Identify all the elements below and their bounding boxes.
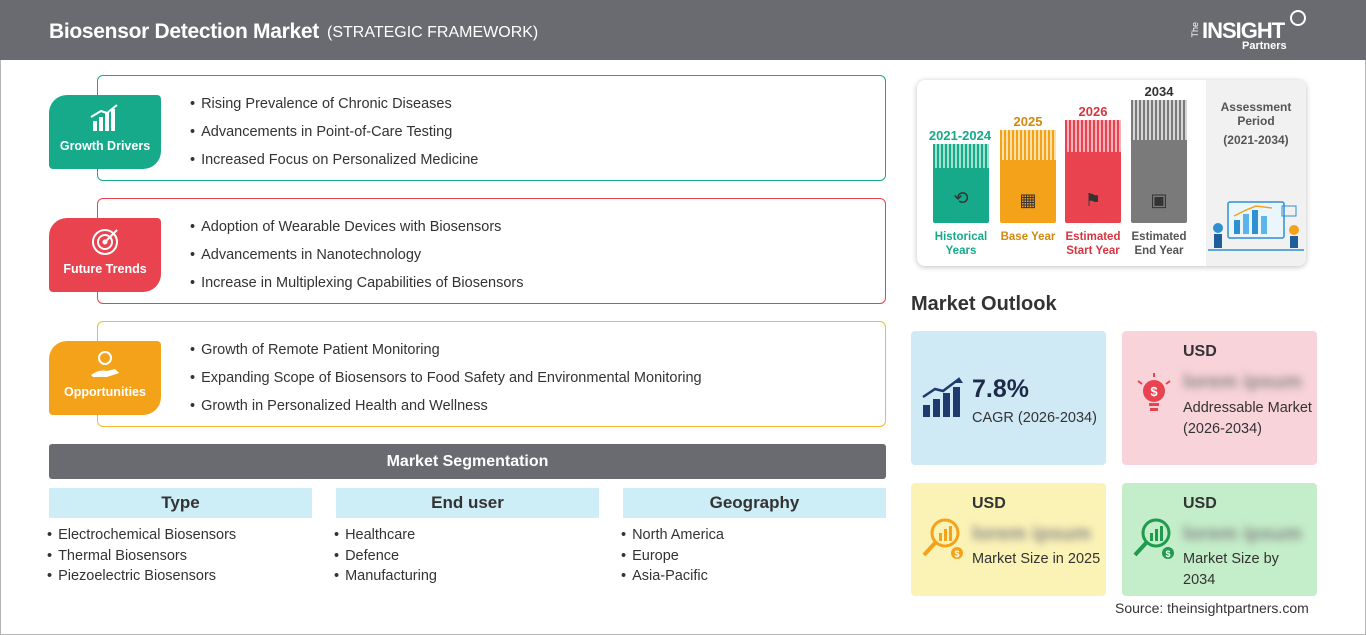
list-item: Advancements in Point-of-Care Testing xyxy=(190,122,478,150)
bar-year-start: 2026 xyxy=(1078,104,1108,119)
magnifier-chart-icon: $ xyxy=(922,518,963,559)
growth-drivers-label: Growth Drivers xyxy=(59,139,151,153)
brand-logo[interactable]: The INSIGHT Partners xyxy=(1190,10,1310,54)
cagr-value: 7.8% xyxy=(972,375,1029,403)
list-item: Advancements in Nanotechnology xyxy=(190,245,523,273)
logo-insight-text: INSIGHT xyxy=(1202,18,1285,43)
list-item: Growth in Personalized Health and Wellne… xyxy=(190,396,702,424)
bar-stripes xyxy=(1000,130,1056,160)
bar-label-start: Estimated Start Year xyxy=(1065,231,1121,257)
future-trends-card: Adoption of Wearable Devices with Biosen… xyxy=(97,198,886,304)
list-item: North America xyxy=(621,525,724,546)
segment-geography-list: North America Europe Asia-Pacific xyxy=(621,525,724,587)
bar-label-historical: Historical Years xyxy=(934,231,988,257)
opportunities-badge: Opportunities xyxy=(49,341,161,415)
segment-end-user-header: End user xyxy=(336,488,599,518)
bar-label-end: Estimated End Year xyxy=(1131,231,1187,257)
bar-base: ▦ xyxy=(1000,130,1056,223)
opportunities-label: Opportunities xyxy=(64,385,146,399)
logo-partners-text: Partners xyxy=(1242,40,1287,52)
list-item: Rising Prevalence of Chronic Diseases xyxy=(190,94,478,122)
money-bulb-icon: $ xyxy=(1137,373,1171,411)
bar-year-historical: 2021-2024 xyxy=(928,128,992,143)
addressable-usd-label: USD xyxy=(1183,343,1217,360)
opportunities-list: Growth of Remote Patient Monitoring Expa… xyxy=(190,340,702,424)
addressable-market-card: $ USD lorem ipsum Addressable Market (20… xyxy=(1122,331,1317,465)
history-icon: ⟲ xyxy=(953,188,969,208)
growth-drivers-card: Rising Prevalence of Chronic Diseases Ad… xyxy=(97,75,886,181)
size-2025-value: lorem ipsum xyxy=(972,523,1091,545)
idea-hand-icon xyxy=(91,351,119,377)
start-flag-icon: ⚑ xyxy=(1084,190,1102,210)
size-2025-label: Market Size in 2025 xyxy=(972,551,1101,567)
svg-text:$: $ xyxy=(954,549,959,559)
list-item: Expanding Scope of Biosensors to Food Sa… xyxy=(190,368,702,396)
market-segmentation-header: Market Segmentation xyxy=(49,444,886,479)
future-trends-badge: Future Trends xyxy=(49,218,161,292)
bar-end: ▣ xyxy=(1131,100,1187,223)
svg-text:$: $ xyxy=(1150,384,1158,399)
growth-bars-icon xyxy=(922,377,963,417)
opportunities-card: Growth of Remote Patient Monitoring Expa… xyxy=(97,321,886,427)
cagr-label: CAGR (2026-2034) xyxy=(972,410,1097,426)
segment-geography-header: Geography xyxy=(623,488,886,518)
list-item: Healthcare xyxy=(334,525,437,546)
segment-type-header: Type xyxy=(49,488,312,518)
magnifier-growth-icon: $ xyxy=(1133,518,1174,559)
page-title: Biosensor Detection Market xyxy=(49,20,319,43)
bar-historical: ⟲ xyxy=(933,144,989,223)
list-item: Electrochemical Biosensors xyxy=(47,525,236,546)
segment-type-list: Electrochemical Biosensors Thermal Biose… xyxy=(47,525,236,587)
bar-start: ⚑ xyxy=(1065,120,1121,223)
market-size-2025-card: $ USD lorem ipsum Market Size in 2025 xyxy=(911,483,1106,596)
list-item: Adoption of Wearable Devices with Biosen… xyxy=(190,217,523,245)
market-size-2034-card: $ USD lorem ipsum Market Size by 2034 xyxy=(1122,483,1317,596)
cagr-card: 7.8% CAGR (2026-2034) xyxy=(911,331,1106,465)
list-item: Piezoelectric Biosensors xyxy=(47,566,236,587)
bar-year-end: 2034 xyxy=(1144,84,1174,99)
size-2034-label: Market Size by 2034 xyxy=(1183,551,1279,588)
future-trends-label: Future Trends xyxy=(63,262,147,276)
list-item: Thermal Biosensors xyxy=(47,546,236,567)
growth-drivers-badge: Growth Drivers xyxy=(49,95,161,169)
assessment-timeline-card: 2021-2024 ⟲ Historical Years 2025 ▦ Base… xyxy=(917,80,1306,266)
bar-year-base: 2025 xyxy=(1013,114,1043,129)
list-item: Asia-Pacific xyxy=(621,566,724,587)
bar-stripes xyxy=(933,144,989,168)
source-credit[interactable]: Source: theinsightpartners.com xyxy=(1115,600,1309,616)
page-subtitle: (STRATEGIC FRAMEWORK) xyxy=(327,24,539,41)
list-item: Defence xyxy=(334,546,437,567)
size-2025-usd-label: USD xyxy=(972,495,1006,512)
list-item: Increased Focus on Personalized Medicine xyxy=(190,150,478,178)
assessment-period-title: Assessment Period xyxy=(1220,100,1292,128)
header-bar: Biosensor Detection Market (STRATEGIC FR… xyxy=(0,0,1366,60)
growth-drivers-list: Rising Prevalence of Chronic Diseases Ad… xyxy=(190,94,478,178)
list-item: Manufacturing xyxy=(334,566,437,587)
target-icon xyxy=(92,229,118,255)
monitor-icon: ▣ xyxy=(1150,190,1168,210)
bar-stripes xyxy=(1065,120,1121,152)
size-2034-usd-label: USD xyxy=(1183,495,1217,512)
logo-the-text: The xyxy=(1190,22,1200,38)
list-item: Europe xyxy=(621,546,724,567)
assessment-period-panel: Assessment Period (2021-2034) xyxy=(1206,80,1306,266)
svg-text:$: $ xyxy=(1165,549,1170,559)
logo-ring-icon xyxy=(1290,10,1306,26)
bar-stripes xyxy=(1131,100,1187,140)
growth-chart-icon xyxy=(90,104,118,131)
analytics-illustration-icon xyxy=(1208,201,1304,251)
market-outlook-title: Market Outlook xyxy=(911,293,1057,315)
segment-end-user-list: Healthcare Defence Manufacturing xyxy=(334,525,437,587)
calendar-icon: ▦ xyxy=(1019,190,1037,210)
addressable-value: lorem ipsum xyxy=(1183,371,1302,393)
bar-label-base: Base Year xyxy=(1000,231,1056,243)
list-item: Growth of Remote Patient Monitoring xyxy=(190,340,702,368)
future-trends-list: Adoption of Wearable Devices with Biosen… xyxy=(190,217,523,301)
addressable-label: Addressable Market (2026-2034) xyxy=(1183,400,1312,437)
size-2034-value: lorem ipsum xyxy=(1183,523,1302,545)
assessment-period-range: (2021-2034) xyxy=(1223,133,1289,147)
list-item: Increase in Multiplexing Capabilities of… xyxy=(190,273,523,301)
